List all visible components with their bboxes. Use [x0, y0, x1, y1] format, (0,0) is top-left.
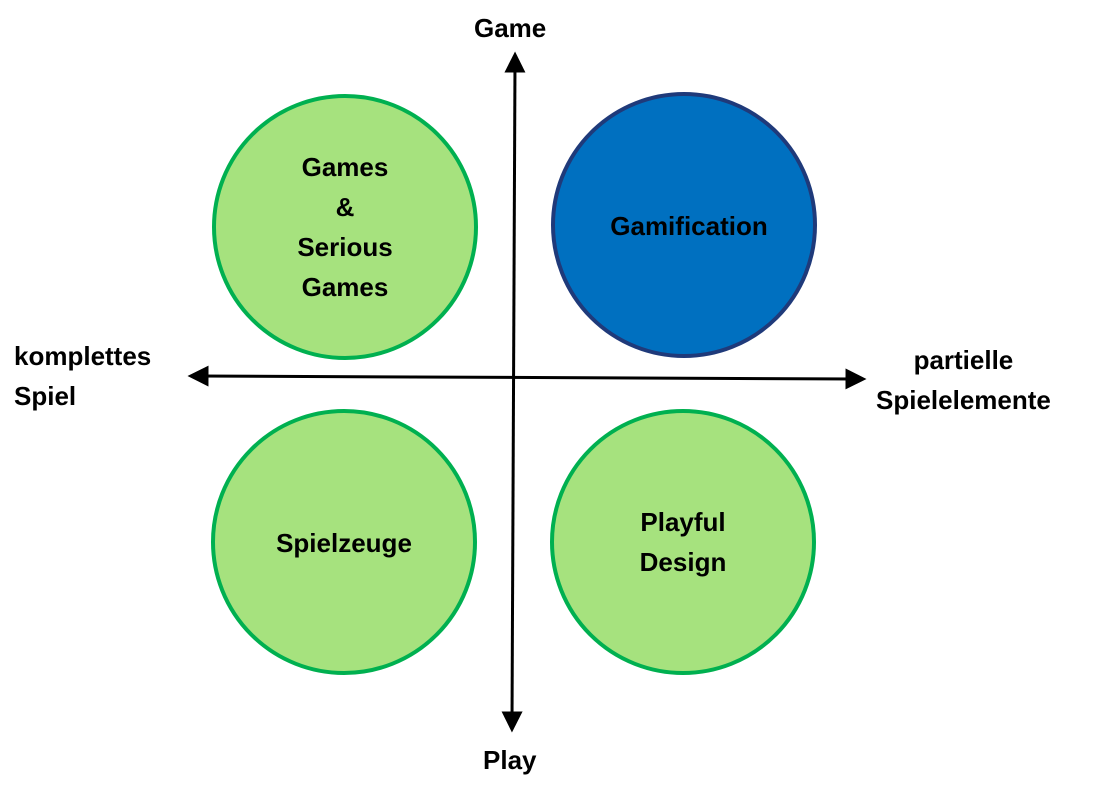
- gamification-circle: [551, 92, 817, 358]
- games-serious-games-label: Games & Serious Games: [297, 147, 392, 307]
- axis-label-game: Game: [474, 13, 547, 43]
- games-label-line-1: Games: [301, 152, 389, 182]
- vertical-axis: [501, 51, 526, 733]
- playful-label-line-1: Playful: [640, 507, 726, 537]
- games-label-line-4: Games: [301, 272, 389, 302]
- spielzeuge-circle: [211, 409, 477, 675]
- games-serious-games-circle: [212, 94, 478, 360]
- playful-label-line-2: Design: [639, 547, 727, 577]
- axis-label-komplettes-spiel: komplettes Spiel: [14, 336, 151, 416]
- spielzeuge-label: Spielzeuge: [276, 523, 412, 563]
- playful-design-circle: [550, 409, 816, 675]
- horizontal-axis: [187, 365, 867, 390]
- spielzeuge-label-line-1: Spielzeuge: [276, 528, 412, 558]
- playful-design-label: Playful Design: [640, 502, 727, 582]
- axis-label-left-line-1: komplettes: [14, 341, 152, 371]
- gamification-label-line-1: Gamification: [610, 211, 768, 241]
- axis-label-right-line-1: partielle: [913, 345, 1014, 375]
- games-label-line-3: Serious: [297, 232, 393, 262]
- axis-label-play: Play: [483, 745, 537, 775]
- gamification-label: Gamification: [610, 206, 767, 246]
- axis-label-right-line-2: Spielelemente: [876, 385, 1051, 415]
- axis-label-left-line-2: Spiel: [14, 381, 77, 411]
- axis-label-partielle-spielelemente: partielle Spielelemente: [876, 340, 1051, 420]
- games-label-line-2: &: [335, 192, 355, 222]
